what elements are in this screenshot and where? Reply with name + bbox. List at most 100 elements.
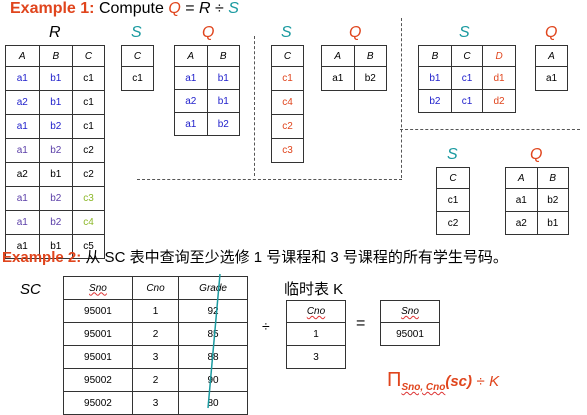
eq-symbol: = — [185, 0, 195, 17]
cell: 3 — [131, 391, 180, 415]
cell: c1 — [72, 66, 105, 91]
col-header: Grade — [178, 276, 248, 300]
cell: b2 — [38, 138, 74, 163]
cell: a2 — [5, 162, 40, 187]
cell: c5 — [72, 234, 105, 259]
cell: a1 — [5, 114, 40, 139]
relation-q1-table: A B a1 b1 a2 b1 a1 b2 — [174, 45, 240, 136]
col-header: B — [353, 45, 387, 67]
divider-2 — [401, 18, 402, 178]
example1-heading: Example 1: Compute Q = R ÷ S — [10, 0, 239, 18]
col-header: B — [206, 45, 240, 67]
cell: b2 — [536, 188, 569, 212]
s-symbol: S — [228, 0, 239, 17]
cell: b1 — [38, 90, 74, 115]
table-row: a2 b1 — [174, 89, 240, 113]
table-row: a1 b1 — [174, 66, 240, 90]
cell: c2 — [436, 211, 470, 235]
relation-r-table: A B C a1 b1 c1 a2 b1 c1 a1 b2 c1 a1 b2 c… — [5, 45, 105, 259]
table-row: c1 — [121, 66, 154, 91]
result-table: Sno 95001 — [380, 300, 440, 346]
divide-operator: ÷ — [262, 318, 270, 334]
formula-div: ÷ — [476, 373, 485, 390]
col-header: A — [505, 167, 538, 189]
table-row: a1 b2 c4 — [5, 210, 105, 235]
col-header: Cno — [131, 276, 180, 300]
cell: 95002 — [63, 391, 133, 415]
cell: a1 — [174, 66, 208, 90]
relation-s1-table: C c1 — [121, 45, 154, 91]
example2-label: Example 2: — [2, 249, 82, 266]
cell: b1 — [38, 66, 74, 91]
col-header: A — [321, 45, 355, 67]
cell: 95001 — [63, 345, 133, 369]
cell: b2 — [418, 89, 452, 113]
col-header: B — [536, 167, 569, 189]
cell: c3 — [271, 138, 304, 163]
cell: b2 — [38, 210, 74, 235]
table-q3-title: Q — [545, 24, 558, 41]
table-row: 95001 — [380, 322, 440, 346]
cell: a1 — [321, 66, 355, 91]
table-row: b2 c1 d2 — [418, 89, 516, 113]
table-row: a1 b2 c2 — [5, 138, 105, 163]
divider-1 — [254, 36, 255, 176]
cell: a1 — [174, 112, 208, 136]
cell: d1 — [482, 66, 516, 90]
sc-label: SC — [20, 281, 41, 298]
cell: a2 — [174, 89, 208, 113]
cell: 92 — [178, 299, 248, 323]
cell: b2 — [353, 66, 387, 91]
table-q4-title: Q — [530, 146, 543, 163]
cell: 95001 — [63, 299, 133, 323]
col-header: A — [174, 45, 208, 67]
cell: b1 — [536, 211, 569, 235]
table-row: a2 b1 — [505, 211, 569, 235]
table-row: a1 b2 c1 — [5, 114, 105, 139]
q-symbol: Q — [168, 0, 181, 17]
relation-q3-table: A a1 — [535, 45, 568, 91]
relation-q2-table: A B a1 b2 — [321, 45, 387, 91]
cell: d2 — [482, 89, 516, 113]
cell: 95001 — [63, 322, 133, 346]
division-formula: ΠSno, Cno(sc) ÷ K — [387, 369, 499, 393]
col-header: C — [271, 45, 304, 67]
compute-text: Compute — [98, 0, 164, 17]
table-row: a1 b2 c3 — [5, 186, 105, 211]
cell: a1 — [535, 66, 568, 91]
col-header: A — [5, 45, 40, 67]
relation-q4-table: A B a1 b2 a2 b1 — [505, 167, 569, 235]
temp-table-label: 临时表 K — [284, 281, 344, 298]
cell: 2 — [131, 368, 180, 392]
cell: c1 — [436, 188, 470, 212]
formula-arg: (sc) — [445, 373, 473, 390]
col-header: C — [121, 45, 154, 67]
table-row: 3 — [286, 345, 346, 369]
cell: c1 — [72, 114, 105, 139]
divider-3 — [137, 179, 402, 180]
relation-s4-table: C c1 c2 — [436, 167, 470, 235]
projection-symbol: Π — [387, 369, 402, 391]
cell: c1 — [72, 90, 105, 115]
cell: a2 — [505, 211, 538, 235]
col-header: C — [72, 45, 105, 67]
col-header: D — [482, 45, 516, 67]
cell: 90 — [178, 368, 248, 392]
table-s1-title: S — [131, 24, 142, 41]
projection-attrs: Sno, Cno — [401, 382, 446, 394]
table-row: 1 — [286, 322, 346, 346]
equals-operator: = — [356, 315, 366, 332]
cell: 3 — [131, 345, 180, 369]
cell: c1 — [121, 66, 154, 91]
cell: 1 — [131, 299, 180, 323]
k-table: Cno 1 3 — [286, 300, 346, 369]
projection-line — [207, 273, 221, 409]
table-s4-title: S — [447, 146, 458, 163]
sc-table: Sno Cno Grade 95001 1 92 95001 2 85 9500… — [63, 276, 248, 415]
table-s3-title: S — [459, 24, 470, 41]
example2-text: 从 SC 表中查询至少选修 1 号课程和 3 号课程的所有学生号码。 — [85, 249, 508, 266]
cell: b1 — [418, 66, 452, 90]
table-row: a1 b2 — [505, 188, 569, 212]
cell: a1 — [5, 186, 40, 211]
cell: b1 — [206, 89, 240, 113]
